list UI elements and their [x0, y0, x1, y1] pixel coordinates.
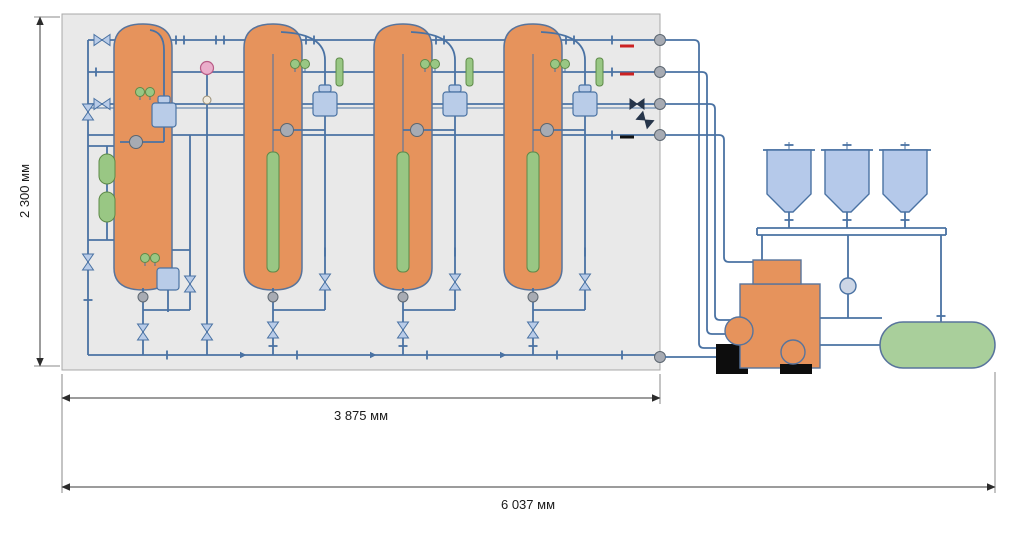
vessel-1-assembly	[82, 29, 196, 355]
hopper-3	[879, 142, 931, 228]
tank-shell	[879, 321, 996, 369]
flow-arrow	[240, 351, 247, 359]
pump-motor	[780, 339, 806, 365]
height-dimension-label: 2 300 мм	[17, 164, 32, 218]
dim-total-width: 6 037 мм	[61, 372, 996, 512]
interconnect-piping	[665, 39, 882, 358]
hopper-1	[763, 142, 815, 228]
total-width-dimension-label: 6 037 мм	[501, 497, 555, 512]
pump-body	[739, 283, 821, 369]
pump-head	[752, 259, 802, 285]
pump-foot-black	[780, 364, 812, 374]
hopper-2	[821, 142, 873, 228]
pipe-fittings	[93, 34, 655, 361]
dim-panel-width: 3 875 мм	[61, 374, 661, 493]
pump-volute	[724, 316, 754, 346]
flow-arrow	[500, 351, 507, 359]
flow-arrow	[370, 351, 377, 359]
pump-unit	[716, 259, 821, 374]
inline-gauge	[839, 277, 857, 318]
skid-width-dimension-label: 3 875 мм	[334, 408, 388, 423]
pressure-gauge	[199, 60, 215, 105]
dim-height: 2 300 мм	[17, 16, 60, 367]
storage-tank	[879, 315, 996, 369]
gauge-dial	[839, 277, 857, 295]
sight-glass	[202, 95, 212, 105]
gauge-dial	[199, 60, 215, 76]
